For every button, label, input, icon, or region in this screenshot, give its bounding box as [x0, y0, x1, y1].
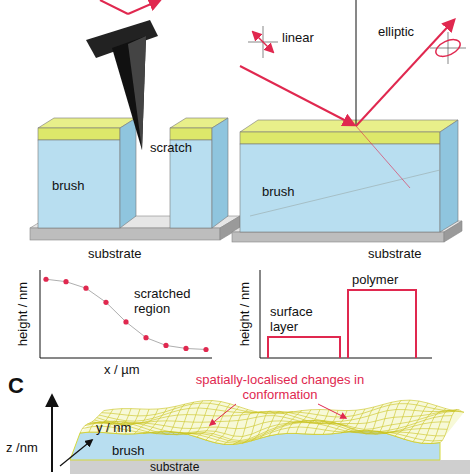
mesh-line [386, 400, 410, 433]
text-label: substrate [88, 246, 141, 261]
mesh-line [143, 408, 167, 433]
mesh-line [350, 407, 374, 433]
profile-dot [43, 277, 48, 282]
text-label: linear [282, 30, 314, 45]
mesh-line [440, 410, 464, 443]
mesh-line [287, 410, 311, 434]
text-label: z /nm [6, 440, 38, 455]
mesh-line [332, 410, 356, 434]
profile-dot [123, 319, 128, 324]
axis-label: height / nm [237, 282, 252, 346]
profile-dot [83, 286, 88, 291]
mesh-line [224, 410, 248, 445]
text-label: brush [112, 443, 145, 458]
text-label: spatially-localised changes in conformat… [190, 372, 370, 402]
profile-dot [203, 347, 208, 352]
profile-dot [163, 343, 168, 348]
text-label: y / nm [96, 420, 131, 435]
mesh-line [413, 406, 437, 442]
mesh-line [368, 402, 392, 434]
mesh-line [188, 401, 212, 435]
mesh-line [134, 409, 158, 434]
text-label: substrate [150, 460, 199, 474]
mesh-line [215, 407, 239, 443]
profile-dot [143, 335, 148, 340]
text-label: brush [52, 178, 85, 193]
brush-3d-panel [52, 396, 470, 474]
text-label: elliptic [378, 24, 414, 39]
mesh-line [104, 400, 464, 414]
mesh-line [314, 410, 338, 434]
afm-scratch-panel [30, 0, 240, 240]
thickness-bar-plot [260, 270, 432, 358]
text-label: surface layer [270, 304, 336, 334]
text-label: substrate [368, 246, 421, 261]
profile-line [46, 279, 206, 349]
profile-dot [183, 346, 188, 351]
text-label: scratch [150, 140, 192, 155]
profile-dot [103, 300, 108, 305]
mesh-line [152, 406, 176, 433]
mesh-line [377, 401, 401, 434]
text-label: polymer [352, 272, 398, 287]
text-label: scratched region [134, 286, 206, 316]
text-label: brush [262, 184, 295, 199]
profile-dot [63, 279, 68, 284]
mesh-line [260, 411, 284, 438]
axis-label: height / nm [15, 282, 30, 346]
mesh-line [242, 412, 266, 443]
mesh-line [395, 401, 419, 436]
text-label: x / µm [104, 362, 140, 377]
mesh-line [269, 412, 293, 436]
mesh-line [206, 404, 230, 440]
mesh-line [359, 404, 383, 433]
ellipsometry-panel [232, 0, 466, 242]
height-profile-plot [40, 270, 212, 358]
mesh-line [341, 409, 365, 433]
mesh-surface [80, 400, 464, 444]
mesh-line [251, 411, 275, 441]
panel-letter: C [8, 374, 24, 398]
mesh-line [431, 411, 455, 444]
mesh-line [422, 409, 446, 444]
